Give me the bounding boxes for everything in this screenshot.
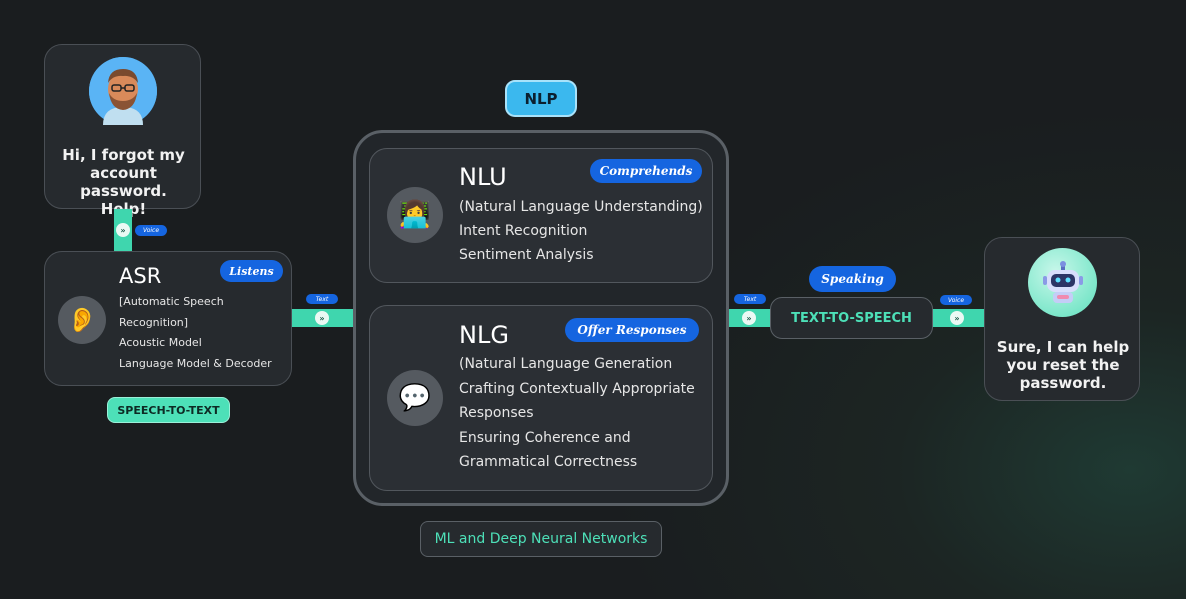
text-tag-right: Text (734, 294, 766, 304)
nlu-title: NLU (459, 163, 507, 191)
nlu-icon-circle: 👩‍💻 (387, 187, 443, 243)
user-card: Hi, I forgot my account password. Help! (44, 44, 201, 218)
user-avatar (89, 57, 157, 125)
technologist-icon: 👩‍💻 (398, 200, 432, 230)
nlg-title: NLG (459, 321, 509, 349)
nlg-icon-circle: 💬 (387, 370, 443, 426)
text-tag-left: Text (306, 294, 338, 304)
ml-label: ML and Deep Neural Networks (420, 521, 662, 557)
bot-card: Sure, I can help you reset the password. (984, 237, 1140, 401)
chevron-down-icon: » (116, 223, 130, 237)
text-to-speech-label: TEXT-TO-SPEECH (770, 297, 933, 339)
nlp-label: NLP (505, 80, 577, 117)
bot-message: Sure, I can help you reset the password. (996, 338, 1130, 392)
speech-bubble-icon: 💬 (398, 383, 432, 413)
comprehends-badge: Comprehends (590, 159, 702, 183)
nlg-details: (Natural Language Generation Crafting Co… (459, 356, 695, 470)
asr-details: [Automatic Speech Recognition] Acoustic … (119, 295, 272, 370)
nlu-card: 👩‍💻 NLU Comprehends (Natural Language Un… (369, 148, 713, 283)
nlg-card: 💬 NLG Offer Responses (Natural Language … (369, 305, 713, 491)
asr-card: 👂 ASR Listens [Automatic Speech Recognit… (44, 251, 292, 386)
listens-badge: Listens (220, 260, 283, 282)
voice-tag-right: Voice (940, 295, 972, 305)
chevron-right-icon-2: » (742, 311, 756, 325)
man-avatar-icon (89, 57, 157, 125)
speech-to-text-label: SPEECH-TO-TEXT (107, 397, 230, 423)
speaking-badge: Speaking (809, 266, 896, 292)
asr-title: ASR (119, 264, 162, 288)
chevron-right-icon-3: » (950, 311, 964, 325)
nlu-details: (Natural Language Understanding) Intent … (459, 199, 703, 263)
robot-icon (1042, 260, 1083, 303)
voice-tag-left: Voice (135, 225, 167, 236)
bot-avatar (1028, 248, 1097, 317)
ear-icon: 👂 (67, 306, 97, 334)
user-message: Hi, I forgot my account password. Help! (62, 146, 185, 218)
offer-responses-badge: Offer Responses (565, 318, 699, 342)
chevron-right-icon: » (315, 311, 329, 325)
asr-icon-circle: 👂 (58, 296, 106, 344)
